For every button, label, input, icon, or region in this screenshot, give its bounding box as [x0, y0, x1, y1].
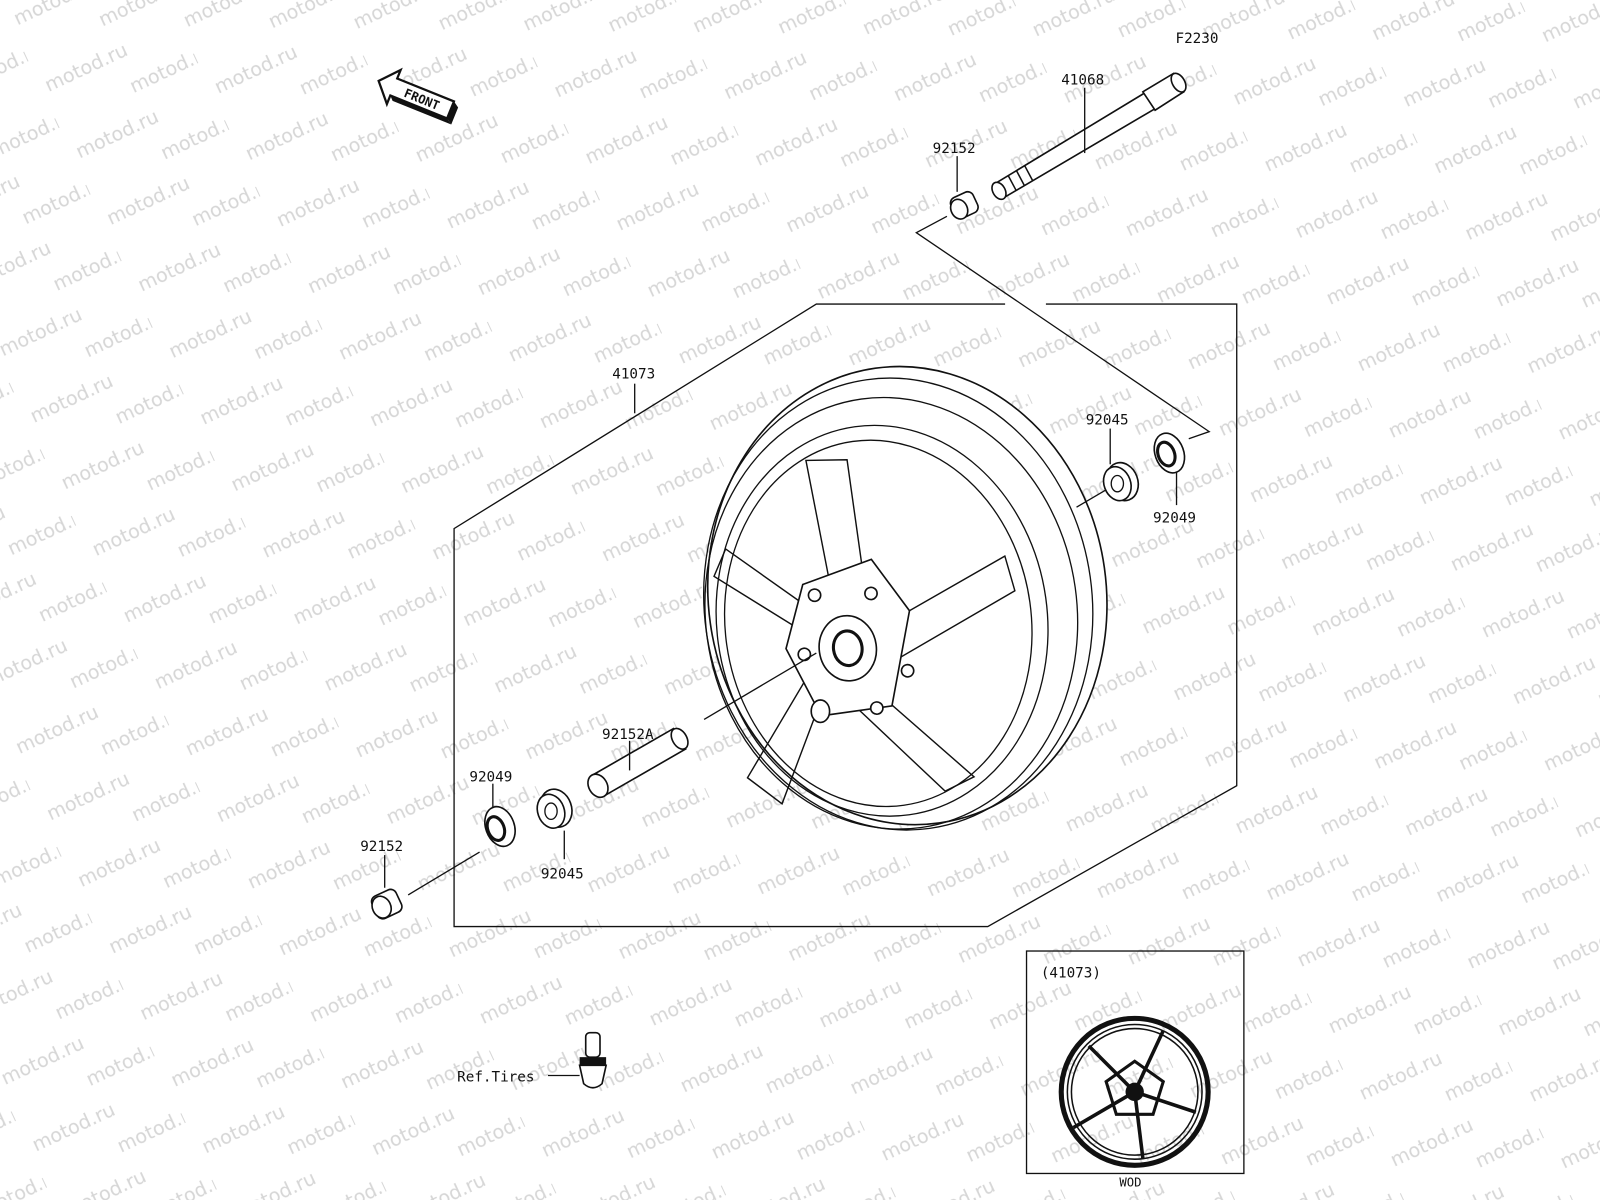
- part-label-axle[interactable]: 41068: [1061, 73, 1104, 89]
- valve-part: [578, 1031, 608, 1089]
- bearing-left-part: [536, 788, 573, 829]
- assembly-line: [915, 215, 1211, 440]
- bearing-right-part: [1102, 461, 1140, 502]
- part-label-valve[interactable]: Ref.Tires: [457, 1070, 534, 1086]
- part-label-bearing-right[interactable]: 92045: [1086, 412, 1129, 428]
- page-code: F2230: [1176, 31, 1219, 47]
- collar-left-part: [370, 888, 403, 920]
- inset-caption: WOD: [1119, 1176, 1141, 1190]
- part-label-collar-top[interactable]: 92152: [933, 141, 976, 157]
- part-label-spacer[interactable]: 92152A: [602, 727, 654, 743]
- inset-title: (41073): [1041, 966, 1101, 982]
- collar-top-part: [949, 190, 979, 220]
- part-label-seal-left[interactable]: 92049: [469, 770, 512, 786]
- part-label-wheel[interactable]: 41073: [612, 367, 655, 383]
- assembly-line: [407, 851, 480, 896]
- assembly-line: [1076, 489, 1107, 508]
- part-label-collar-left[interactable]: 92152: [360, 839, 403, 855]
- axis-line: [703, 652, 817, 720]
- wheel-part: [703, 365, 1108, 831]
- valve-hole: [810, 699, 831, 724]
- part-label-bearing-left[interactable]: 92045: [541, 867, 584, 883]
- seal-left-part: [484, 805, 516, 848]
- spacer-part: [587, 727, 689, 799]
- assembly-outline: [453, 303, 1238, 928]
- axle-part: [991, 72, 1187, 201]
- front-arrow-icon: FRONT: [377, 67, 459, 125]
- inset-wheel-image: [1058, 1015, 1211, 1168]
- part-label-seal-right[interactable]: 92049: [1153, 510, 1196, 526]
- inset-box: [1025, 950, 1245, 1175]
